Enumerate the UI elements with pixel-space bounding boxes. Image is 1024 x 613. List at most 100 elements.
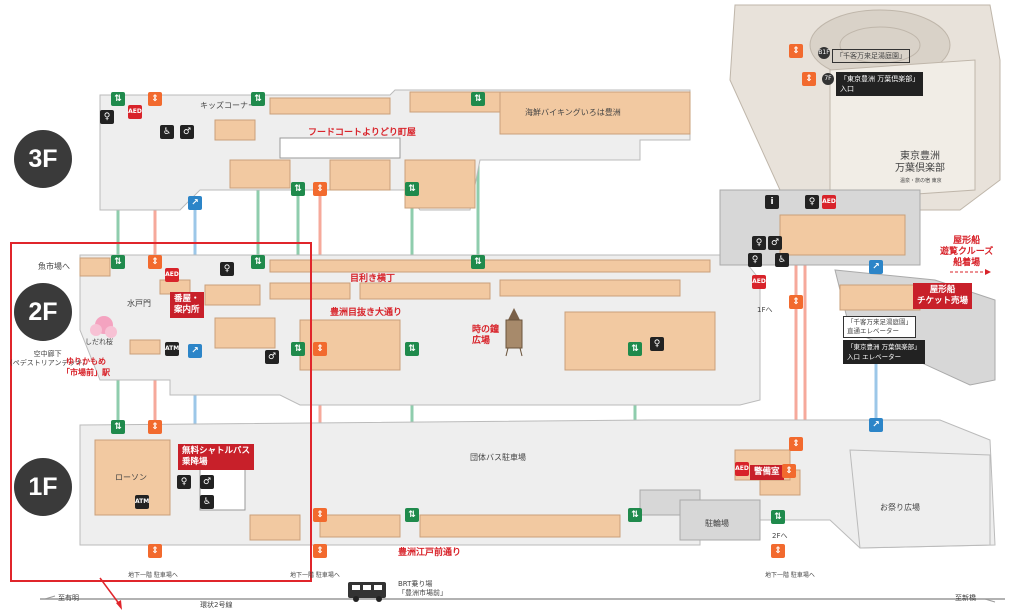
label-manyo-sub: 温泉・旅の宿 東京 (900, 178, 942, 184)
elevator-icon: ⇕ (313, 342, 327, 356)
highlight-area-frame (10, 242, 312, 582)
elevator-icon: ⇕ (313, 182, 327, 196)
label-edo-avenue: 豊洲江戸前通り (398, 548, 462, 558)
info-icon: i (765, 195, 779, 209)
aed-icon: AED (822, 195, 836, 209)
aed-icon: AED (128, 105, 142, 119)
elevator-icon: ⇕ (789, 437, 803, 451)
info-center-box[interactable]: 番屋・ 案内所 (170, 292, 204, 318)
shuttle-bus-box[interactable]: 無料シャトルバス 乗降場 (178, 444, 255, 470)
label-lawson: ローソン (115, 473, 147, 482)
atm-icon: ATM (135, 495, 149, 509)
escalator-icon: ⇅ (291, 182, 305, 196)
escalator-icon: ⇅ (251, 255, 265, 269)
label-kaisen: 海鮮バイキングいろは豊洲 (525, 108, 621, 117)
f7-tag: 7F (822, 73, 834, 85)
escalator-icon: ⇅ (405, 342, 419, 356)
elevator-icon: ⇕ (313, 544, 327, 558)
elevator-icon: ⇕ (148, 544, 162, 558)
escalator-icon: ⇅ (111, 255, 125, 269)
security-office-box[interactable]: 警備室 (750, 465, 784, 480)
escalator-icon: ⇅ (111, 92, 125, 106)
wheelchair-icon: ♿ (200, 495, 214, 509)
toilet-icon: ♀ (752, 236, 766, 250)
floor-badge-2f: 2F (14, 283, 72, 341)
callout-b1: 「千客万来足湯庭園」 (832, 49, 910, 63)
toilet-icon: ♀ (650, 337, 664, 351)
elevator-icon: ⇕ (782, 464, 796, 478)
toilet-icon: ♀ (220, 262, 234, 276)
toilet-icon: ♂ (768, 236, 782, 250)
label-festival-plaza: お祭り広場 (880, 503, 920, 512)
escalator-icon: ↗ (188, 196, 202, 210)
label-uogashi: 魚市場へ (38, 262, 70, 271)
toilet-icon: ♀ (748, 253, 762, 267)
b1-tag: B1F (818, 47, 830, 59)
toilet-icon: ♂ (200, 475, 214, 489)
floor-badge-3f: 3F (14, 130, 72, 188)
callout-elev2: 「東京豊洲 万葉倶楽部」 入口 エレベーター (843, 340, 925, 364)
ticket-office-box[interactable]: 屋形船 チケット売場 (913, 283, 973, 309)
wheelchair-icon: ♿ (160, 125, 174, 139)
label-b1-parking-left: 地下一階 駐車場へ (128, 572, 178, 579)
escalator-icon: ⇅ (405, 182, 419, 196)
escalator-icon: ⇅ (471, 92, 485, 106)
cherry-blossom-illustration (90, 316, 117, 338)
label-ring2: 環状2号線 (200, 601, 233, 609)
escalator-icon: ⇅ (291, 342, 305, 356)
toilet-icon: ♀ (177, 475, 191, 489)
atm-icon: ATM (165, 342, 179, 356)
label-bicycle-parking: 駐輪場 (705, 519, 729, 528)
label-b1-parking-far: 地下一階 駐車場へ (765, 572, 815, 579)
label-yurikamome: ゆりかもめ 「市場前」駅 (62, 357, 110, 377)
label-to-1f: 1Fへ (757, 306, 773, 314)
label-shidare: しだれ桜 (85, 338, 113, 346)
toilet-icon: ♂ (265, 350, 279, 364)
escalator-icon: ⇅ (405, 508, 419, 522)
aed-icon: AED (165, 268, 179, 282)
label-skywalk: 空中廊下 (ペデストリアンデッキ) (10, 350, 86, 367)
floor-badge-1f: 1F (14, 458, 72, 516)
label-yakatabune-pier: 屋形船 遊覧クルーズ 船着場 (940, 236, 994, 268)
wheelchair-icon: ♿ (775, 253, 789, 267)
elevator-icon: ⇕ (789, 295, 803, 309)
aed-icon: AED (752, 275, 766, 289)
escalator-icon: ⇅ (628, 342, 642, 356)
escalator-icon: ⇅ (471, 255, 485, 269)
callout-7f: 「東京豊洲 万葉倶楽部」 入口 (836, 72, 924, 96)
elevator-icon: ⇕ (148, 420, 162, 434)
bus-illustration (348, 582, 386, 602)
floor-3f-plan (99, 89, 691, 211)
escalator-icon: ⇅ (111, 420, 125, 434)
clock-tower-illustration (505, 308, 523, 357)
escalator-icon: ↗ (188, 344, 202, 358)
label-brt-stop: BRT乗り場 「豊洲市場前」 (398, 580, 447, 597)
label-toyosu-avenue: 豊洲目抜き大通り (330, 308, 403, 318)
label-food-court: フードコートよりどり町屋 (308, 128, 416, 138)
label-b1-parking-right: 地下一階 駐車場へ (290, 572, 340, 579)
toilet-icon: ♂ (180, 125, 194, 139)
label-manyo-club: 東京豊洲 万葉倶楽部 (895, 151, 945, 174)
escalator-icon: ⇅ (251, 92, 265, 106)
manyo-club-building (729, 4, 1001, 211)
escalator-icon: ⇅ (628, 508, 642, 522)
escalator-icon: ↗ (869, 260, 883, 274)
label-mito-gate: 水戸門 (127, 299, 151, 308)
label-to-2f: 2Fへ (772, 532, 788, 540)
elevator-icon: ⇕ (789, 44, 803, 58)
label-to-shinbashi: 至新橋 (955, 594, 976, 602)
callout-elev1: 「千客万来足湯庭園」 直通エレベーター (843, 316, 916, 338)
label-tokino-kane: 時の鐘 広場 (472, 325, 500, 346)
aed-icon: AED (735, 462, 749, 476)
elevator-icon: ⇕ (802, 72, 816, 86)
elevator-icon: ⇕ (148, 255, 162, 269)
label-bus-parking: 団体バス駐車場 (470, 453, 526, 462)
label-to-ariake: 至有明 (58, 594, 79, 602)
toilet-icon: ♀ (100, 110, 114, 124)
toilet-icon: ♀ (805, 195, 819, 209)
label-mekiki: 目利き横丁 (350, 274, 396, 284)
floor-2f-plan (79, 189, 996, 406)
elevator-icon: ⇕ (148, 92, 162, 106)
elevator-icon: ⇕ (771, 544, 785, 558)
